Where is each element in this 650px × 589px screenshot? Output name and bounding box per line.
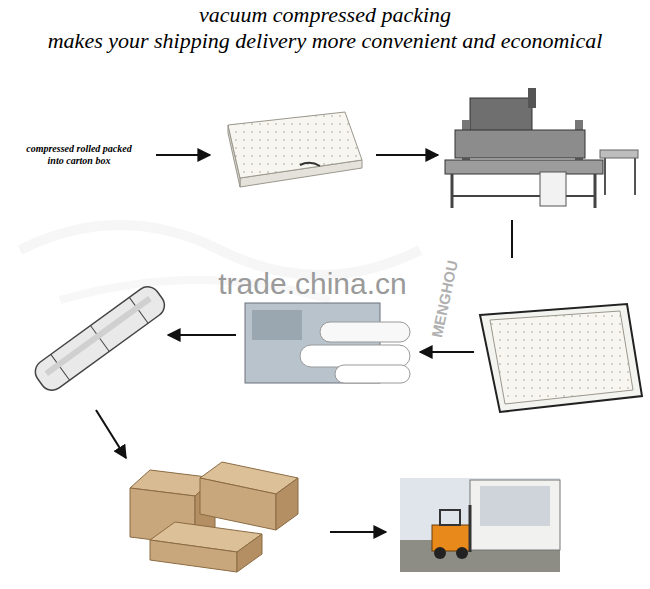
loading-photo [400,478,560,572]
flow-arrow [376,154,438,156]
press-machine-picture [445,160,603,174]
press-machine-picture [451,174,454,208]
press-machine-picture [452,195,595,197]
loading-photo [456,547,468,559]
loading-photo [432,525,470,551]
carton-boxes-picture [200,478,276,530]
press-machine-picture [528,88,536,108]
press-machine-picture [594,174,597,208]
rolling-machine-picture [252,310,302,340]
loading-photo [470,480,560,550]
rolling-machine-picture [320,322,410,342]
loading-photo [400,478,560,572]
press-machine-picture [445,88,638,208]
rolling-machine-picture [300,345,410,367]
press-machine-picture [604,158,606,195]
carton-boxes-picture [237,534,262,572]
carton-boxes-picture [130,462,298,572]
flow-line [511,220,513,258]
watermark: MENGHOU [426,248,464,350]
flow-arrow [168,334,236,336]
rolled-mattress-picture [31,282,170,395]
press-machine-picture [470,98,532,132]
flow-arrow [156,154,210,156]
rolling-machine-picture [335,365,410,383]
press-machine-picture [455,130,585,158]
mattress-picture [228,112,362,178]
loading-photo [480,486,550,526]
step-note: compressed rolled packed into carton box [20,143,138,167]
bagged-mattress-picture [490,311,633,404]
flow-arrow [96,410,126,458]
mattress-picture [228,112,362,187]
loading-photo [440,510,460,525]
watermark: trade.china.cn [200,266,425,302]
rolled-mattress-picture [45,296,152,376]
carton-boxes-picture [150,540,237,572]
loading-photo [434,547,446,559]
carton-boxes-picture [276,478,298,530]
flow-arrow [96,155,474,532]
rolled-mattress-picture [31,282,170,395]
flow-arrow [330,531,386,533]
subtitle: makes your shipping delivery more conven… [15,28,635,54]
press-machine-picture [600,150,638,158]
loading-photo [469,505,472,552]
press-machine-picture [540,172,566,206]
flow-arrow [420,351,474,353]
bagged-mattress-picture [480,304,642,412]
press-machine-picture [634,158,636,195]
mattress-picture [300,163,320,166]
rolling-machine-picture [245,303,410,383]
title: vacuum compressed packing [25,2,625,28]
bagged-mattress-picture [480,304,642,412]
